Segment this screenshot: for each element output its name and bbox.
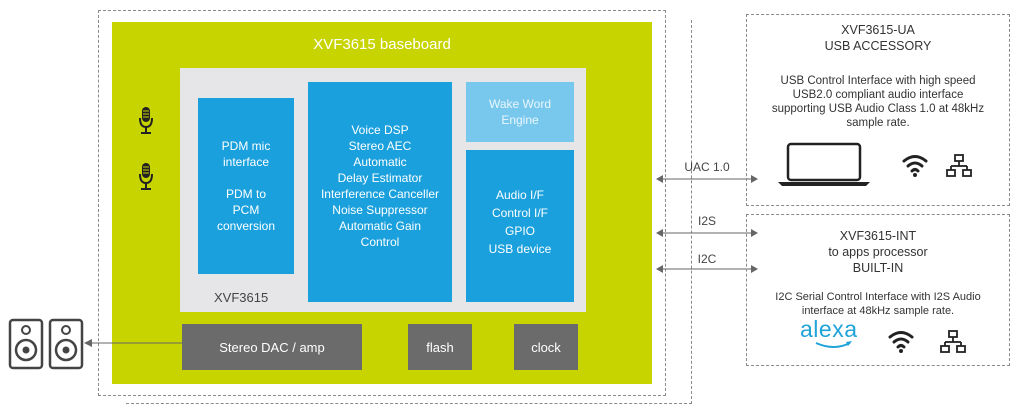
baseboard-title: XVF3615 baseboard bbox=[313, 36, 451, 53]
pdm-block: PDM mic interface PDM to PCM conversion bbox=[198, 98, 294, 274]
alexa-logo: alexa bbox=[800, 316, 864, 350]
dac-label: Stereo DAC / amp bbox=[219, 339, 325, 355]
wifi-icon bbox=[902, 155, 928, 177]
microphone-icon bbox=[139, 163, 153, 190]
usb-accessory-desc-1: USB Control Interface with high speed bbox=[780, 75, 976, 87]
io-line-1: Audio I/F bbox=[495, 188, 545, 202]
i2c-link-label: I2C bbox=[697, 252, 717, 266]
wake-word-block: Wake Word Engine bbox=[466, 82, 574, 142]
pdm-line-5: PCM bbox=[232, 203, 260, 217]
wake-word-line-1: Wake Word bbox=[488, 97, 551, 111]
io-line-4: USB device bbox=[488, 242, 552, 256]
built-in-box bbox=[746, 214, 1010, 366]
built-in-desc-2: interface at 48kHz sample rate. bbox=[801, 305, 955, 317]
built-in-title-1: XVF3615-INT bbox=[839, 229, 917, 243]
speakers-icon bbox=[8, 318, 84, 370]
dsp-line-6: Noise Suppressor bbox=[332, 203, 428, 217]
dsp-line-8: Control bbox=[360, 235, 400, 249]
clock-block: clock bbox=[514, 324, 578, 370]
uac-link-arrow bbox=[656, 175, 758, 183]
io-line-2: Control I/F bbox=[491, 206, 548, 220]
built-in-title-3: BUILT-IN bbox=[852, 261, 904, 275]
pdm-line-1: PDM mic bbox=[221, 139, 271, 153]
built-in-title: XVF3615-INT to apps processor BUILT-IN bbox=[746, 228, 1010, 276]
usb-accessory-desc-3: supporting USB Audio Class 1.0 at 48kHz bbox=[771, 103, 985, 115]
flash-block: flash bbox=[408, 324, 472, 370]
built-in-title-2: to apps processor bbox=[828, 245, 928, 259]
usb-accessory-desc: USB Control Interface with high speed US… bbox=[746, 74, 1010, 130]
usb-accessory-desc-4: sample rate. bbox=[846, 117, 910, 129]
dsp-line-7: Automatic Gain bbox=[338, 219, 422, 233]
i2s-link-label: I2S bbox=[697, 214, 716, 228]
dsp-line-5: Interference Canceller bbox=[320, 187, 440, 201]
i2c-link-arrow bbox=[656, 265, 758, 273]
usb-accessory-title-1: XVF3615-UA bbox=[841, 23, 915, 37]
dac-to-speaker-arrow bbox=[84, 339, 182, 347]
flash-label: flash bbox=[426, 339, 454, 355]
dsp-line-4: Delay Estimator bbox=[337, 171, 423, 185]
microphone-icon bbox=[139, 107, 153, 134]
i2s-link-arrow bbox=[656, 229, 758, 237]
wifi-icon bbox=[888, 331, 914, 353]
chip-label: XVF3615 bbox=[214, 290, 269, 305]
built-in-desc: I2C Serial Control Interface with I2S Au… bbox=[746, 290, 1010, 318]
usb-accessory-title: XVF3615-UA USB ACCESSORY bbox=[746, 22, 1010, 54]
io-line-3: GPIO bbox=[504, 224, 535, 238]
outer-frame-shadow bbox=[126, 20, 692, 404]
dsp-line-1: Voice DSP bbox=[351, 123, 409, 137]
dsp-line-2: Stereo AEC bbox=[348, 139, 412, 153]
built-in-desc-1: I2C Serial Control Interface with I2S Au… bbox=[775, 291, 981, 303]
clock-label: clock bbox=[531, 339, 561, 355]
usb-accessory-box bbox=[746, 14, 1010, 206]
pdm-line-6: conversion bbox=[216, 219, 276, 233]
outer-frame bbox=[98, 10, 666, 396]
uac-link-label: UAC 1.0 bbox=[684, 160, 730, 174]
usb-accessory-desc-2: USB2.0 compliant audio interface bbox=[792, 89, 964, 101]
network-icon bbox=[940, 330, 966, 353]
dac-block: Stereo DAC / amp bbox=[182, 324, 362, 370]
dsp-line-3: Automatic bbox=[353, 155, 407, 169]
laptop-icon bbox=[778, 142, 870, 186]
alexa-smile-icon bbox=[815, 341, 852, 348]
usb-accessory-title-2: USB ACCESSORY bbox=[824, 39, 932, 53]
network-icon bbox=[946, 154, 972, 177]
io-block: Audio I/F Control I/F GPIO USB device bbox=[466, 150, 574, 302]
dsp-block: Voice DSP Stereo AEC Automatic Delay Est… bbox=[308, 82, 452, 302]
wake-word-line-2: Engine bbox=[501, 113, 539, 127]
pdm-line-2: interface bbox=[222, 155, 270, 169]
pdm-line-4: PDM to bbox=[225, 187, 266, 201]
alexa-logo-text: alexa bbox=[800, 316, 858, 342]
